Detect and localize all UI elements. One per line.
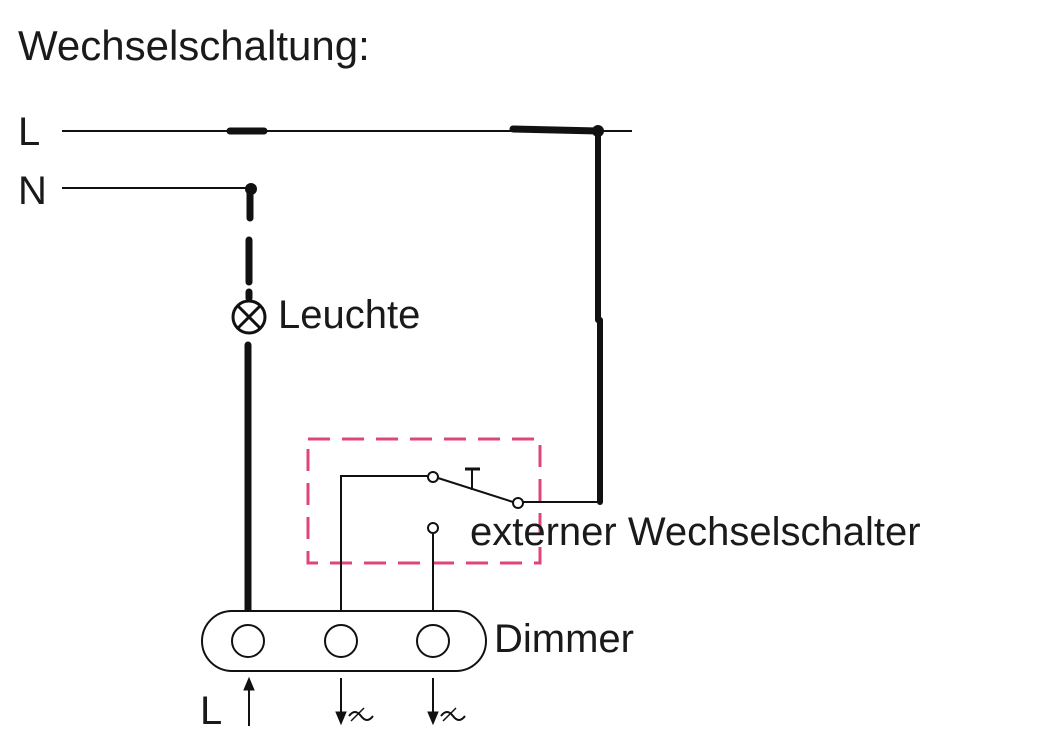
dimmer-terminal-1 [231,624,265,658]
lamp-cross-icon [231,299,267,335]
switch-enclosure [306,437,542,565]
lamp-label: Leuchte [278,293,420,337]
switch-label: externer Wechselschalter [470,510,921,554]
arrow-down-tilde-icon [335,678,374,726]
neutral-line-label: N [18,169,47,213]
dimmer-terminal-2 [324,624,358,658]
dimmer-body [201,610,487,672]
dimmer-label: Dimmer [494,617,634,661]
changeover-switch [340,467,524,628]
phase-to-switch-wire [518,131,603,505]
dimmer-input-label: L [200,689,222,733]
arrow-up-icon [243,676,255,726]
phase-line [62,125,632,135]
diagram-title: Wechselschaltung: [18,22,370,69]
phase-line-label: L [18,110,40,154]
neutral-to-lamp-wire [245,186,254,302]
arrow-down-tilde-icon [427,678,466,726]
dimmer-terminal-3 [416,624,450,658]
